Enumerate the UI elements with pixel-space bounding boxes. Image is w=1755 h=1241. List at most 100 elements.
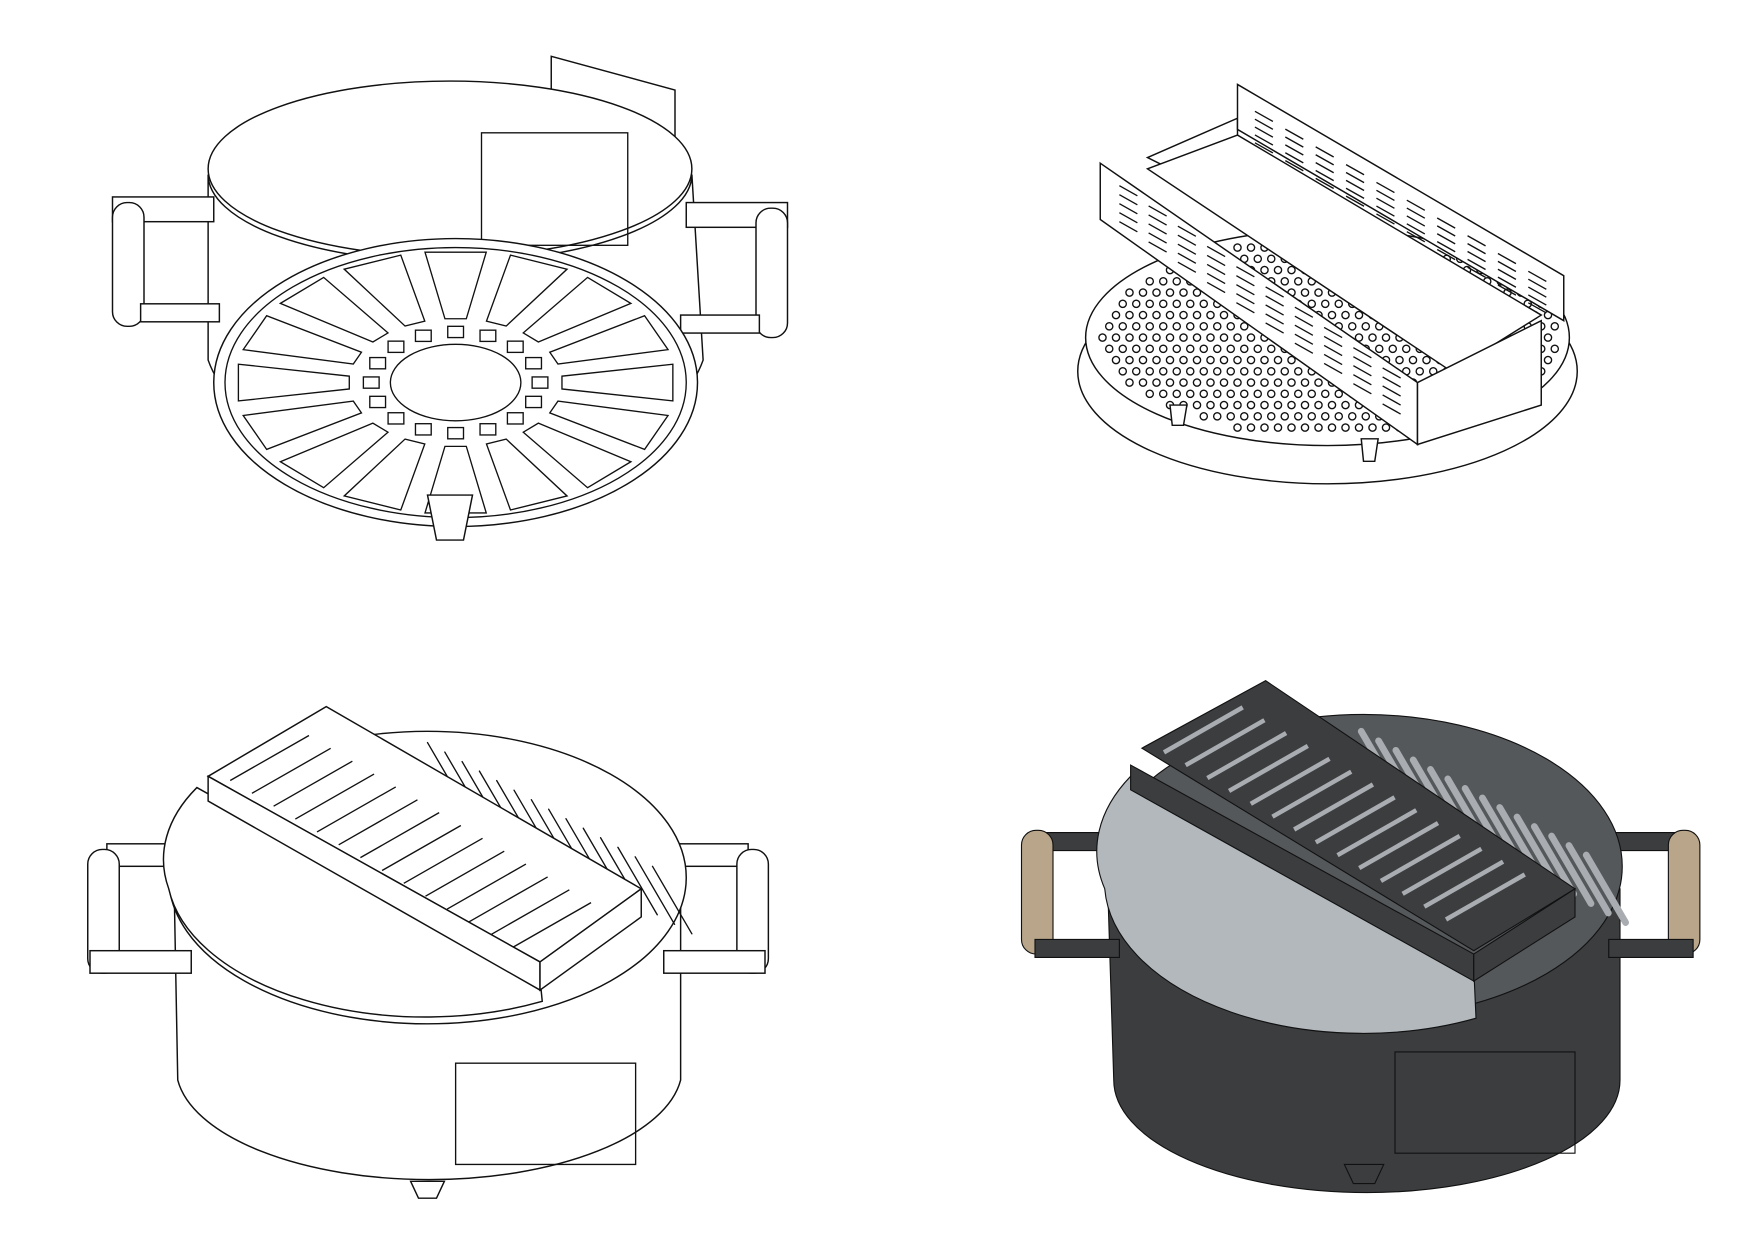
tray-slot: [1406, 207, 1426, 219]
perforation: [1199, 367, 1209, 376]
tray-end-plate: [1416, 319, 1542, 446]
perforation: [1138, 333, 1148, 342]
perforation: [1206, 378, 1215, 387]
grate-bar: [634, 856, 676, 925]
inner-slot: [447, 325, 465, 339]
perforation: [1179, 310, 1188, 320]
tray-bars: [229, 734, 592, 949]
perforation: [1273, 423, 1283, 432]
perforation: [1131, 322, 1141, 331]
perforation: [1327, 423, 1337, 432]
tray-slot: [1315, 146, 1335, 158]
perforation: [1246, 400, 1256, 410]
tray-slot: [1323, 335, 1343, 348]
perforation: [1354, 310, 1364, 320]
perforation: [1314, 400, 1323, 410]
perforation: [1152, 333, 1161, 342]
tray-slot: [1254, 134, 1274, 146]
center-ring: [389, 343, 522, 422]
tray-slot: [1177, 252, 1197, 264]
perforation: [1118, 367, 1128, 376]
tray-bar: [251, 747, 332, 794]
perforation: [1226, 389, 1236, 399]
grate-bar: [1565, 842, 1612, 917]
inner-slot: [414, 329, 432, 343]
tray-slot: [1294, 342, 1314, 354]
inner-slot: [479, 329, 497, 343]
perforation: [1293, 277, 1303, 286]
handle-right: [663, 843, 770, 974]
tray-slot: [1376, 189, 1395, 202]
perforation: [1287, 378, 1296, 387]
perforation: [1118, 299, 1128, 309]
inner-slot: [447, 426, 465, 440]
perforation: [1172, 367, 1182, 376]
perforation: [1165, 355, 1175, 365]
perforation: [1266, 344, 1276, 354]
tray-slot: [1119, 194, 1138, 206]
tray-slot: [1527, 286, 1547, 298]
perforation: [1314, 423, 1323, 432]
perforation: [1206, 400, 1215, 410]
perforation: [1165, 310, 1175, 320]
radial-slot: [548, 314, 670, 365]
perforation: [1233, 333, 1242, 342]
tray-slot: [1497, 268, 1517, 280]
tray-bar: [1271, 769, 1353, 819]
perforation: [1179, 288, 1188, 297]
perforation: [1334, 412, 1344, 421]
perforation: [1354, 333, 1364, 342]
tray-slot: [1376, 213, 1395, 225]
perforation: [1347, 412, 1357, 421]
perforation: [1422, 355, 1431, 365]
perforation: [1226, 322, 1236, 331]
tray-slot: [1353, 365, 1372, 377]
perforation: [1185, 344, 1195, 354]
perforation: [1138, 378, 1148, 387]
tray-slot: [1436, 225, 1456, 237]
view-assembled-rendered: [1020, 680, 1701, 1194]
perforation: [1280, 412, 1290, 421]
tray-slot: [1265, 295, 1284, 307]
perforation: [1226, 344, 1236, 354]
tray-bar: [1423, 859, 1505, 909]
perforation: [1172, 344, 1182, 354]
perforation: [1098, 333, 1107, 342]
vent-door: [454, 1062, 637, 1166]
tray-slot: [1177, 243, 1197, 255]
tray-slot: [1497, 284, 1517, 296]
perforation: [1550, 322, 1560, 331]
tray-slot: [1206, 272, 1226, 285]
tray-bar: [1379, 833, 1461, 883]
tray-slot: [1376, 205, 1395, 217]
tray-side-perforated: [1236, 83, 1565, 322]
tray-slot: [1294, 324, 1314, 336]
tray-slot: [1284, 136, 1304, 148]
tray-slot: [1294, 306, 1314, 318]
tray-slot: [1353, 356, 1372, 368]
perforation: [1246, 355, 1256, 365]
vent-door: [480, 132, 629, 246]
tray-slot: [1236, 302, 1255, 314]
tray-slot: [1177, 234, 1197, 246]
tray-bar: [1227, 743, 1309, 793]
tray-slot: [1376, 197, 1395, 209]
perforation: [1192, 310, 1202, 320]
tray-slot: [1119, 212, 1138, 224]
inner-slot: [387, 340, 405, 354]
perforation: [1395, 355, 1404, 365]
foot: [1169, 404, 1188, 427]
tray-slot: [1406, 231, 1426, 243]
perforation: [1172, 277, 1182, 286]
tray-slot: [1353, 383, 1372, 395]
perforation: [1212, 367, 1222, 376]
perforation: [1300, 378, 1310, 387]
perforation: [1361, 322, 1371, 331]
perforation: [1293, 412, 1303, 421]
perforation: [1253, 389, 1263, 399]
tray-slot: [1206, 281, 1226, 294]
tray-slot: [1467, 266, 1486, 278]
perforation: [1341, 310, 1350, 320]
tray-slot: [1323, 326, 1343, 339]
leg: [1343, 1163, 1385, 1185]
